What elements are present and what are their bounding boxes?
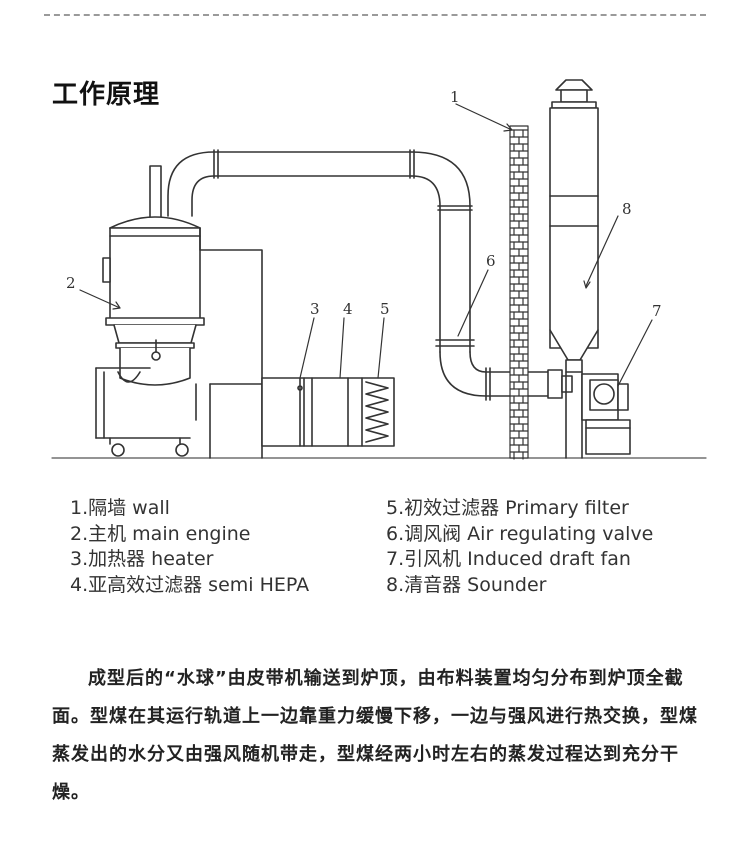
- callout-5: 5: [380, 300, 390, 318]
- legend-item: 3.加热器 heater: [70, 548, 214, 570]
- legend-item: 4.亚高效过滤器 semi HEPA: [70, 573, 310, 596]
- legend-item: 2.主机 main engine: [70, 522, 251, 545]
- brick-wall: [509, 125, 529, 460]
- main-engine: [95, 165, 263, 459]
- legend-right: 5.初效过滤器 Primary filter 6.调风阀 Air regulat…: [386, 496, 653, 598]
- top-duct: [167, 149, 573, 401]
- legend-item: 1.隔墙 wall: [70, 497, 170, 519]
- legend-item: 7.引风机 Induced draft fan: [386, 548, 631, 570]
- callout-7: 7: [652, 302, 662, 320]
- callout-8: 8: [622, 200, 632, 218]
- sounder: [549, 79, 599, 459]
- callout-1: 1: [450, 88, 460, 106]
- induced-draft-fan: [581, 373, 631, 455]
- section-title: 工作原理: [52, 80, 161, 110]
- top-divider: [44, 14, 706, 16]
- callout-3: 3: [310, 300, 320, 318]
- description-paragraph: 成型后的“水球”由皮带机输送到炉顶，由布料装置均匀分布到炉顶全截面。型煤在其运行…: [52, 668, 698, 803]
- filter-heater-box: [261, 377, 395, 447]
- legend-item: 8.清音器 Sounder: [386, 573, 547, 596]
- legend-item: 6.调风阀 Air regulating valve: [386, 522, 654, 545]
- callout-2: 2: [66, 274, 76, 292]
- callout-6: 6: [486, 252, 496, 270]
- legend-item: 5.初效过滤器 Primary filter: [386, 497, 629, 519]
- callout-leaders: [79, 103, 653, 387]
- callout-4: 4: [343, 300, 353, 318]
- equipment-diagram: 1 2 3 4 5 6 7 8: [51, 79, 707, 460]
- legend-left: 1.隔墙 wall 2.主机 main engine 3.加热器 heater …: [70, 496, 309, 598]
